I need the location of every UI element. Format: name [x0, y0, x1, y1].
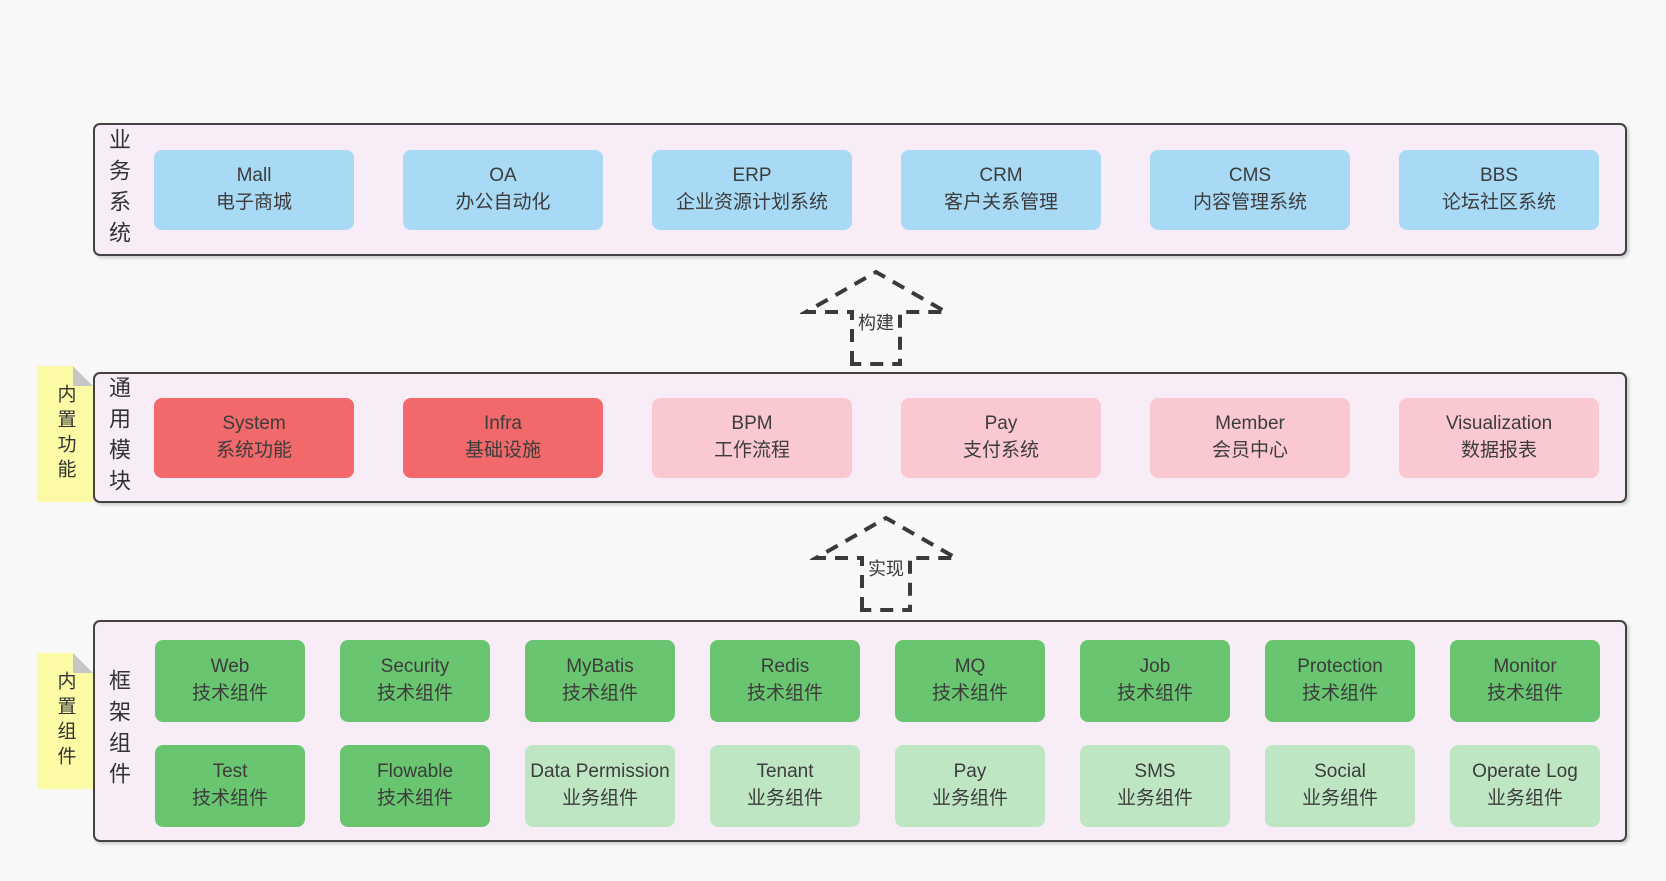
built-in-components-tab: 内置组件 [37, 653, 93, 789]
box-title: Data Permission [530, 761, 670, 783]
diagram-box-pay-system: Pay 支付系统 [901, 398, 1101, 478]
diagram-box-monitor: Monitor 技术组件 [1450, 640, 1600, 722]
box-title: System [222, 413, 286, 435]
box-title: Tenant [756, 761, 814, 783]
diagram-box-tenant: Tenant 业务组件 [710, 745, 860, 827]
box-subtitle: 技术组件 [1486, 683, 1563, 704]
tab-label: 内置功能 [54, 384, 76, 484]
box-subtitle: 技术组件 [931, 683, 1008, 704]
box-title: Operate Log [1472, 761, 1578, 783]
box-subtitle: 技术组件 [376, 683, 453, 704]
box-title: MQ [954, 656, 986, 678]
diagram-box-operate-log: Operate Log 业务组件 [1450, 745, 1600, 827]
box-subtitle: 论坛社区系统 [1441, 192, 1556, 213]
diagram-box-security: Security 技术组件 [340, 640, 490, 722]
box-subtitle: 业务组件 [746, 788, 823, 809]
box-subtitle: 技术组件 [191, 683, 268, 704]
box-subtitle: 业务组件 [1116, 788, 1193, 809]
diagram-box-oa: OA 办公自动化 [403, 150, 603, 230]
diagram-box-crm: CRM 客户关系管理 [901, 150, 1101, 230]
build-arrow-label: 构建 [855, 308, 897, 336]
diagram-box-redis: Redis 技术组件 [710, 640, 860, 722]
box-title: Security [380, 656, 450, 678]
diagram-box-mall: Mall 电子商城 [154, 150, 354, 230]
diagram-box-bbs: BBS 论坛社区系统 [1399, 150, 1599, 230]
box-title: SMS [1134, 761, 1176, 783]
box-subtitle: 技术组件 [746, 683, 823, 704]
diagram-box-protection: Protection 技术组件 [1265, 640, 1415, 722]
box-title: Monitor [1493, 656, 1557, 678]
diagram-box-pay-component: Pay 业务组件 [895, 745, 1045, 827]
box-subtitle: 内容管理系统 [1192, 192, 1307, 213]
box-subtitle: 业务组件 [1486, 788, 1563, 809]
box-title: Social [1314, 761, 1366, 783]
box-subtitle: 系统功能 [215, 440, 292, 461]
box-title: Member [1215, 413, 1285, 435]
box-subtitle: 技术组件 [561, 683, 638, 704]
box-title: Pay [984, 413, 1018, 435]
diagram-box-system: System 系统功能 [154, 398, 354, 478]
box-title: OA [489, 165, 517, 187]
box-subtitle: 客户关系管理 [943, 192, 1058, 213]
diagram-box-mq: MQ 技术组件 [895, 640, 1045, 722]
implement-arrow-label: 实现 [865, 554, 907, 582]
box-subtitle: 企业资源计划系统 [675, 192, 828, 213]
diagram-box-test: Test 技术组件 [155, 745, 305, 827]
box-title: BPM [731, 413, 773, 435]
section-side-label: 通用模块 [106, 375, 131, 500]
business-systems-section: 业务系统 Mall 电子商城 OA 办公自动化 ERP 企业资源计划系统 CRM… [93, 123, 1627, 256]
section-side-label: 框架组件 [106, 669, 131, 793]
box-title: MyBatis [566, 656, 634, 678]
diagram-box-bpm: BPM 工作流程 [652, 398, 852, 478]
box-subtitle: 业务组件 [931, 788, 1008, 809]
box-title: Protection [1297, 656, 1383, 678]
box-title: Visualization [1445, 413, 1553, 435]
box-title: CMS [1228, 165, 1272, 187]
implement-arrow: 实现 [810, 512, 962, 616]
build-arrow: 构建 [800, 266, 952, 370]
box-title: Mall [236, 165, 272, 187]
box-title: Pay [953, 761, 987, 783]
box-title: Test [212, 761, 248, 783]
framework-components-section: 框架组件 Web 技术组件 Security 技术组件 MyBatis 技术组件… [93, 620, 1627, 842]
diagram-box-data-permission: Data Permission 业务组件 [525, 745, 675, 827]
diagram-box-erp: ERP 企业资源计划系统 [652, 150, 852, 230]
diagram-box-member: Member 会员中心 [1150, 398, 1350, 478]
diagram-box-cms: CMS 内容管理系统 [1150, 150, 1350, 230]
box-subtitle: 技术组件 [1301, 683, 1378, 704]
built-in-features-tab: 内置功能 [37, 366, 93, 502]
box-title: Web [210, 656, 250, 678]
box-subtitle: 技术组件 [1116, 683, 1193, 704]
box-title: ERP [732, 165, 772, 187]
diagram-box-mybatis: MyBatis 技术组件 [525, 640, 675, 722]
diagram-box-web: Web 技术组件 [155, 640, 305, 722]
box-title: BBS [1479, 165, 1519, 187]
section-side-label: 业务系统 [106, 127, 131, 252]
diagram-box-social: Social 业务组件 [1265, 745, 1415, 827]
common-modules-section: 通用模块 System 系统功能 Infra 基础设施 BPM 工作流程 Pay… [93, 372, 1627, 503]
box-subtitle: 业务组件 [561, 788, 638, 809]
box-subtitle: 工作流程 [713, 440, 790, 461]
diagram-box-job: Job 技术组件 [1080, 640, 1230, 722]
diagram-box-infra: Infra 基础设施 [403, 398, 603, 478]
box-title: Flowable [376, 761, 454, 783]
box-subtitle: 办公自动化 [455, 192, 551, 213]
box-title: CRM [979, 165, 1023, 187]
box-subtitle: 业务组件 [1301, 788, 1378, 809]
box-subtitle: 技术组件 [376, 788, 453, 809]
box-subtitle: 会员中心 [1211, 440, 1288, 461]
box-subtitle: 技术组件 [191, 788, 268, 809]
box-subtitle: 基础设施 [464, 440, 541, 461]
diagram-box-flowable: Flowable 技术组件 [340, 745, 490, 827]
diagram-box-visualization: Visualization 数据报表 [1399, 398, 1599, 478]
box-title: Infra [483, 413, 523, 435]
box-title: Redis [760, 656, 810, 678]
box-subtitle: 支付系统 [962, 440, 1039, 461]
diagram-box-sms: SMS 业务组件 [1080, 745, 1230, 827]
box-title: Job [1139, 656, 1171, 678]
box-subtitle: 数据报表 [1460, 440, 1537, 461]
box-subtitle: 电子商城 [215, 192, 292, 213]
tab-label: 内置组件 [54, 671, 76, 771]
